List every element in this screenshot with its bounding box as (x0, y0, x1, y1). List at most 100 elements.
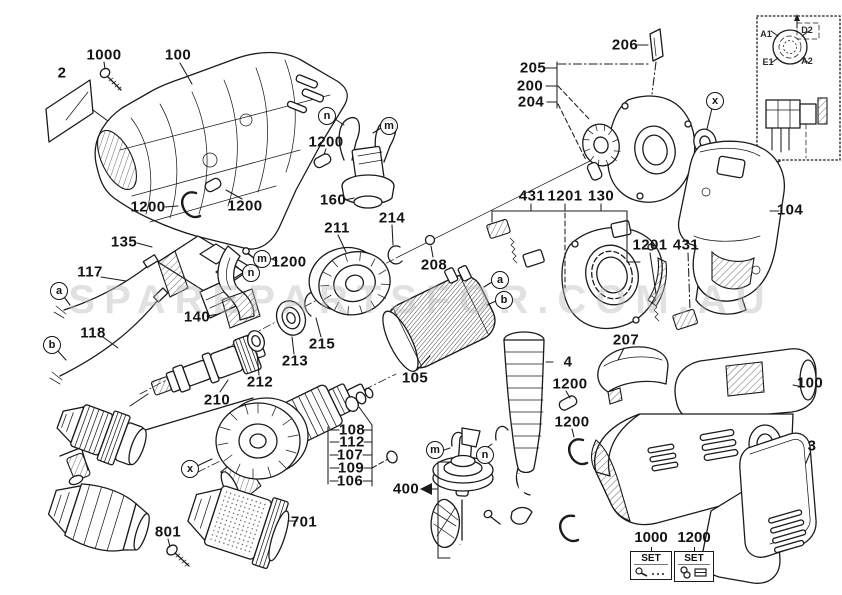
ref-letter-m: m (380, 117, 398, 135)
legend-set-1200: 1200 SET (674, 529, 714, 582)
part-label-1000: 1000 (86, 46, 122, 64)
art-wiring-schematic (748, 14, 841, 167)
art-housing-clips-1200 (558, 390, 589, 543)
art-400-bracket (420, 461, 451, 559)
part-label-104: 104 (776, 201, 804, 219)
art-cord-protector-4 (503, 331, 554, 496)
part-label-117: 117 (77, 263, 103, 281)
ref-letter-a: a (491, 271, 509, 289)
legend-tick (693, 547, 695, 551)
part-label-213: 213 (281, 352, 309, 370)
part-label-801: 801 (154, 523, 182, 541)
ref-letter-n: n (318, 107, 336, 125)
part-label-4: 4 (563, 353, 573, 371)
art-housing-left-100 (94, 51, 348, 250)
part-label-1200: 1200 (554, 413, 590, 431)
part-label-105: 105 (401, 369, 429, 387)
part-label-2: 2 (57, 64, 67, 82)
ref-letter-m: m (253, 250, 271, 268)
art-bracket-431-1201-130 (491, 203, 691, 311)
part-label-1200: 1200 (130, 198, 166, 216)
part-label-1200: 1200 (308, 133, 344, 151)
ref-letter-b: b (43, 336, 61, 354)
part-label-211: 211 (324, 219, 350, 237)
ref-letter-x: x (181, 460, 199, 478)
part-label-210: 210 (203, 391, 231, 409)
terminal-label-A1: A1 (760, 29, 772, 39)
art-spindle-210 (129, 334, 266, 407)
part-label-214: 214 (378, 209, 406, 227)
part-label-135: 135 (110, 233, 138, 251)
part-label-118: 118 (80, 324, 106, 342)
art-brush-set-right (651, 295, 698, 331)
art-c-clip-214 (387, 224, 403, 265)
part-label-112: 112 (339, 433, 365, 451)
art-cover-207 (597, 346, 669, 405)
part-label-3: 3 (807, 437, 817, 455)
part-label-106: 106 (336, 472, 364, 490)
part-label-140: 140 (183, 308, 211, 326)
part-label-108: 108 (338, 421, 366, 439)
legend-number: 1200 (677, 529, 711, 546)
ref-letter-x: x (706, 92, 724, 110)
art-gearcase-130 (561, 220, 668, 330)
art-side-cover-3 (739, 432, 817, 558)
part-label-100: 100 (164, 46, 192, 64)
art-label-sticker-2 (45, 79, 113, 143)
part-label-400: 400 (392, 480, 420, 498)
art-chuck-keyed-upper (56, 404, 147, 466)
part-label-1200: 1200 (552, 375, 588, 393)
screw-icon (635, 567, 664, 577)
legend-tick (650, 547, 652, 551)
part-label-130: 130 (587, 187, 615, 205)
legend-number: 1000 (634, 529, 668, 546)
terminal-label-D2: D2 (801, 25, 813, 35)
art-bracket-140 (206, 245, 261, 329)
art-screw-1000 (99, 67, 122, 91)
terminal-label-E1: E1 (762, 57, 774, 67)
art-chuck-keyed-701 (187, 485, 298, 570)
ref-letter-b: b (495, 291, 513, 309)
part-label-431: 431 (518, 187, 546, 205)
terminal-label-A2: A2 (801, 56, 813, 66)
art-bracket-106-112 (327, 406, 389, 487)
art-bracket-205-200-204 (544, 61, 649, 161)
art-bearing-213 (275, 300, 307, 355)
part-label-204: 204 (517, 93, 545, 111)
art-brush-set-left (486, 218, 545, 268)
part-label-107: 107 (336, 446, 364, 464)
art-flange-160-wires (322, 116, 397, 209)
legend-set-1000: 1000 SET (630, 529, 672, 580)
part-label-212: 212 (246, 373, 274, 391)
legend-set-label: SET (678, 553, 710, 565)
part-label-701: 701 (290, 513, 318, 531)
art-armature (196, 383, 398, 504)
part-label-206: 206 (611, 36, 639, 54)
legend-box-1000: SET (630, 551, 672, 580)
art-ball-208 (424, 234, 436, 258)
art-wedge-206 (636, 28, 664, 95)
art-gear-211 (308, 234, 391, 316)
part-label-207: 207 (612, 331, 640, 349)
part-label-109: 109 (337, 459, 365, 477)
legend-box-1200: SET (674, 551, 714, 582)
part-label-1201: 1201 (632, 236, 668, 254)
part-label-205: 205 (519, 59, 547, 77)
part-label-200: 200 (516, 77, 544, 95)
art-field-105 (382, 265, 497, 372)
art-cord-set-400 (420, 425, 533, 576)
ref-letter-n: n (242, 264, 260, 282)
art-armature-shaft-rings (345, 387, 398, 464)
part-label-208: 208 (420, 256, 448, 274)
art-screw-801 (166, 538, 190, 567)
part-label-215: 215 (308, 335, 336, 353)
part-label-100: 100 (796, 374, 824, 392)
art-lead-wires-117-118 (49, 254, 169, 385)
art-pins-1200 (164, 153, 332, 219)
art-chuck-keyless-lower (47, 483, 150, 552)
art-handle-104 (677, 140, 786, 315)
part-label-1200: 1200 (227, 197, 263, 215)
art-ring-212 (247, 330, 265, 376)
